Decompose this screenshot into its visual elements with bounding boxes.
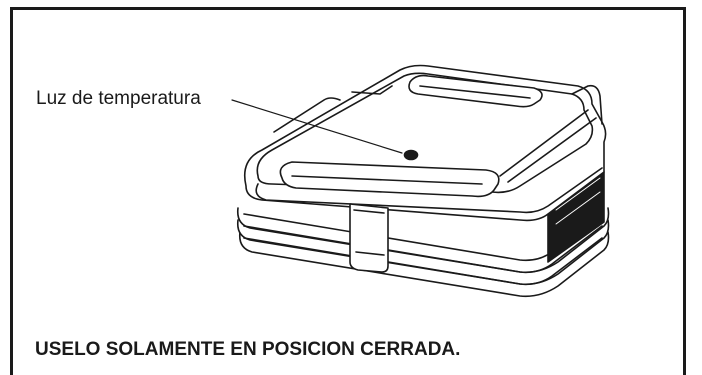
- latch-clip: [349, 203, 389, 273]
- figure-frame: [10, 7, 686, 375]
- temperature-light-label: Luz de temperatura: [36, 88, 201, 109]
- hinge-area: [273, 84, 603, 133]
- front-handle-slot: [279, 161, 500, 198]
- rear-slot: [408, 74, 543, 108]
- temperature-light-dot: [403, 149, 419, 161]
- lid-crease: [499, 109, 597, 183]
- callout-leader-line: [231, 99, 403, 154]
- base-housing: [236, 207, 610, 298]
- usage-warning: USELO SOLAMENTE EN POSICION CERRADA.: [35, 339, 461, 360]
